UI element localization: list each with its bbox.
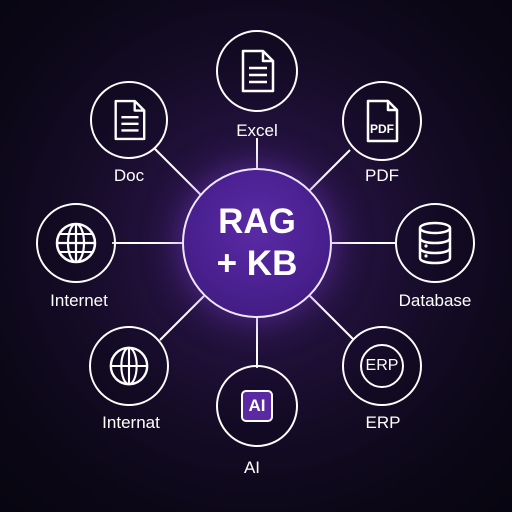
label-pdf: PDF: [365, 166, 399, 185]
node-database: [395, 203, 475, 283]
connector-pdf: [309, 149, 351, 191]
document-icon: [114, 99, 146, 141]
label-ai: AI: [243, 458, 261, 477]
label-excel: Excel: [236, 121, 278, 140]
hub-subtitle: + KB: [216, 244, 298, 283]
label-internet-left: Internet: [50, 291, 108, 310]
label-doc: Doc: [113, 166, 145, 185]
label-database: Database: [398, 291, 472, 310]
database-icon: [418, 221, 452, 265]
globe-icon: [55, 222, 97, 264]
node-excel: [216, 30, 298, 112]
hub-title: RAG: [218, 202, 296, 241]
connector-doc: [154, 148, 203, 197]
node-internet-left: [36, 203, 116, 283]
node-ai: AI: [216, 365, 298, 447]
pdf-badge-text: PDF: [370, 122, 394, 136]
connector-erp: [309, 295, 354, 340]
label-erp: ERP: [365, 413, 401, 432]
erp-badge-text: ERP: [365, 357, 399, 374]
document-icon: [241, 49, 275, 93]
label-internat: Internat: [102, 413, 160, 432]
connector-internat: [159, 295, 205, 341]
node-doc: [90, 81, 168, 159]
node-pdf: PDF: [342, 81, 422, 161]
ai-chip-icon: AI: [241, 390, 273, 422]
node-erp: ERP: [342, 326, 422, 406]
rag-kb-hub: RAG + KB: [182, 168, 332, 318]
pdf-file-icon: PDF: [366, 99, 399, 143]
node-internat: [89, 326, 169, 406]
erp-icon: ERP: [360, 344, 404, 388]
globe-icon: [109, 346, 149, 386]
ai-badge-text: AI: [248, 396, 266, 415]
